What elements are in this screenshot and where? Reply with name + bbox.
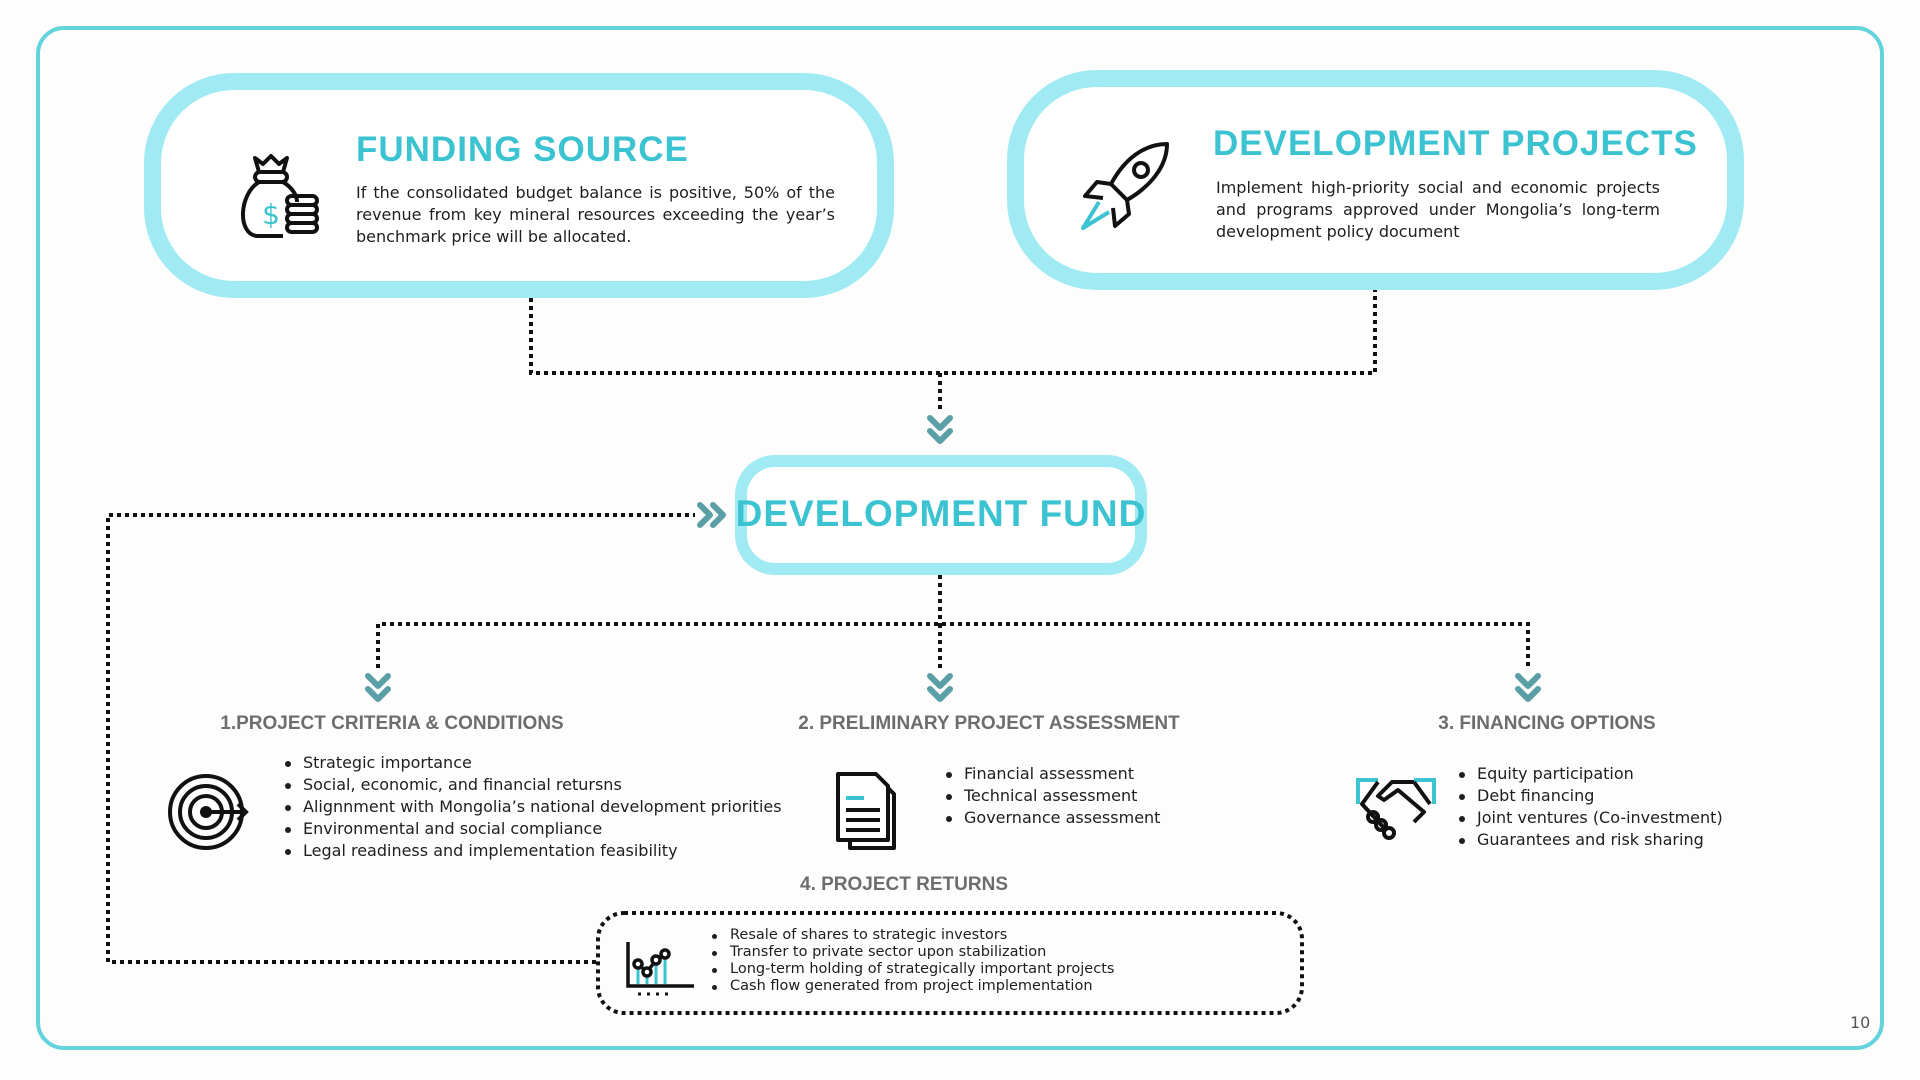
development-fund-box — [735, 455, 1147, 575]
returns-box-border — [596, 911, 1304, 1015]
chevron-down-icon — [365, 673, 391, 702]
criteria-list: Strategic importance Social, economic, a… — [283, 752, 782, 862]
returns-loop-connector — [106, 513, 695, 964]
rocket-icon — [1081, 142, 1169, 230]
returns-heading: 4. PROJECT RETURNS — [800, 874, 1008, 895]
list-item: Governance assessment — [944, 807, 1160, 829]
chevron-down-icon — [927, 415, 953, 444]
assessment-list: Financial assessment Technical assessmen… — [944, 763, 1160, 829]
list-item: Financial assessment — [944, 763, 1160, 785]
financing-heading: 3. FINANCING OPTIONS — [1438, 713, 1656, 734]
list-item: Guarantees and risk sharing — [1457, 829, 1723, 851]
list-item: Alignnment with Mongolia’s national deve… — [283, 796, 782, 818]
chevron-down-icon — [927, 673, 953, 702]
development-fund-title: DEVELOPMENT FUND — [735, 493, 1147, 534]
funding-source-text: If the consolidated budget balance is po… — [356, 183, 835, 246]
list-item: Strategic importance — [283, 752, 782, 774]
funding-source-title: FUNDING SOURCE — [356, 130, 689, 169]
list-item: Transfer to private sector upon stabiliz… — [710, 944, 1114, 961]
target-icon — [168, 774, 249, 850]
list-item: Long-term holding of strategically impor… — [710, 961, 1114, 978]
criteria-heading: 1.PROJECT CRITERIA & CONDITIONS — [220, 713, 564, 734]
list-item: Cash flow generated from project impleme… — [710, 978, 1114, 995]
handshake-icon — [1356, 778, 1436, 840]
assessment-heading: 2. PRELIMINARY PROJECT ASSESSMENT — [798, 713, 1180, 734]
returns-list: Resale of shares to strategic investors … — [710, 927, 1114, 995]
list-item: Equity participation — [1457, 763, 1723, 785]
list-item: Debt financing — [1457, 785, 1723, 807]
development-projects-card — [1007, 70, 1744, 290]
slide-frame — [36, 26, 1884, 1050]
list-item: Legal readiness and implementation feasi… — [283, 840, 782, 862]
list-item: Social, economic, and financial retursns — [283, 774, 782, 796]
chevron-right-icon — [697, 502, 726, 528]
svg-text:$: $ — [262, 198, 280, 231]
documents-icon — [836, 772, 896, 850]
list-item: Resale of shares to strategic investors — [710, 927, 1114, 944]
growth-chart-icon — [626, 942, 694, 996]
list-item: Technical assessment — [944, 785, 1160, 807]
list-item: Joint ventures (Co-investment) — [1457, 807, 1723, 829]
page-number: 10 — [1850, 1013, 1871, 1032]
fund-branch-connector — [376, 575, 1530, 668]
financing-list: Equity participation Debt financing Join… — [1457, 763, 1723, 851]
funding-connector — [529, 290, 1377, 375]
development-projects-text: Implement high-priority social and econo… — [1216, 178, 1660, 241]
development-projects-title: DEVELOPMENT PROJECTS — [1213, 124, 1698, 163]
money-bag-icon: $ — [241, 154, 319, 238]
list-item: Environmental and social compliance — [283, 818, 782, 840]
chevron-down-icon — [1515, 673, 1541, 702]
